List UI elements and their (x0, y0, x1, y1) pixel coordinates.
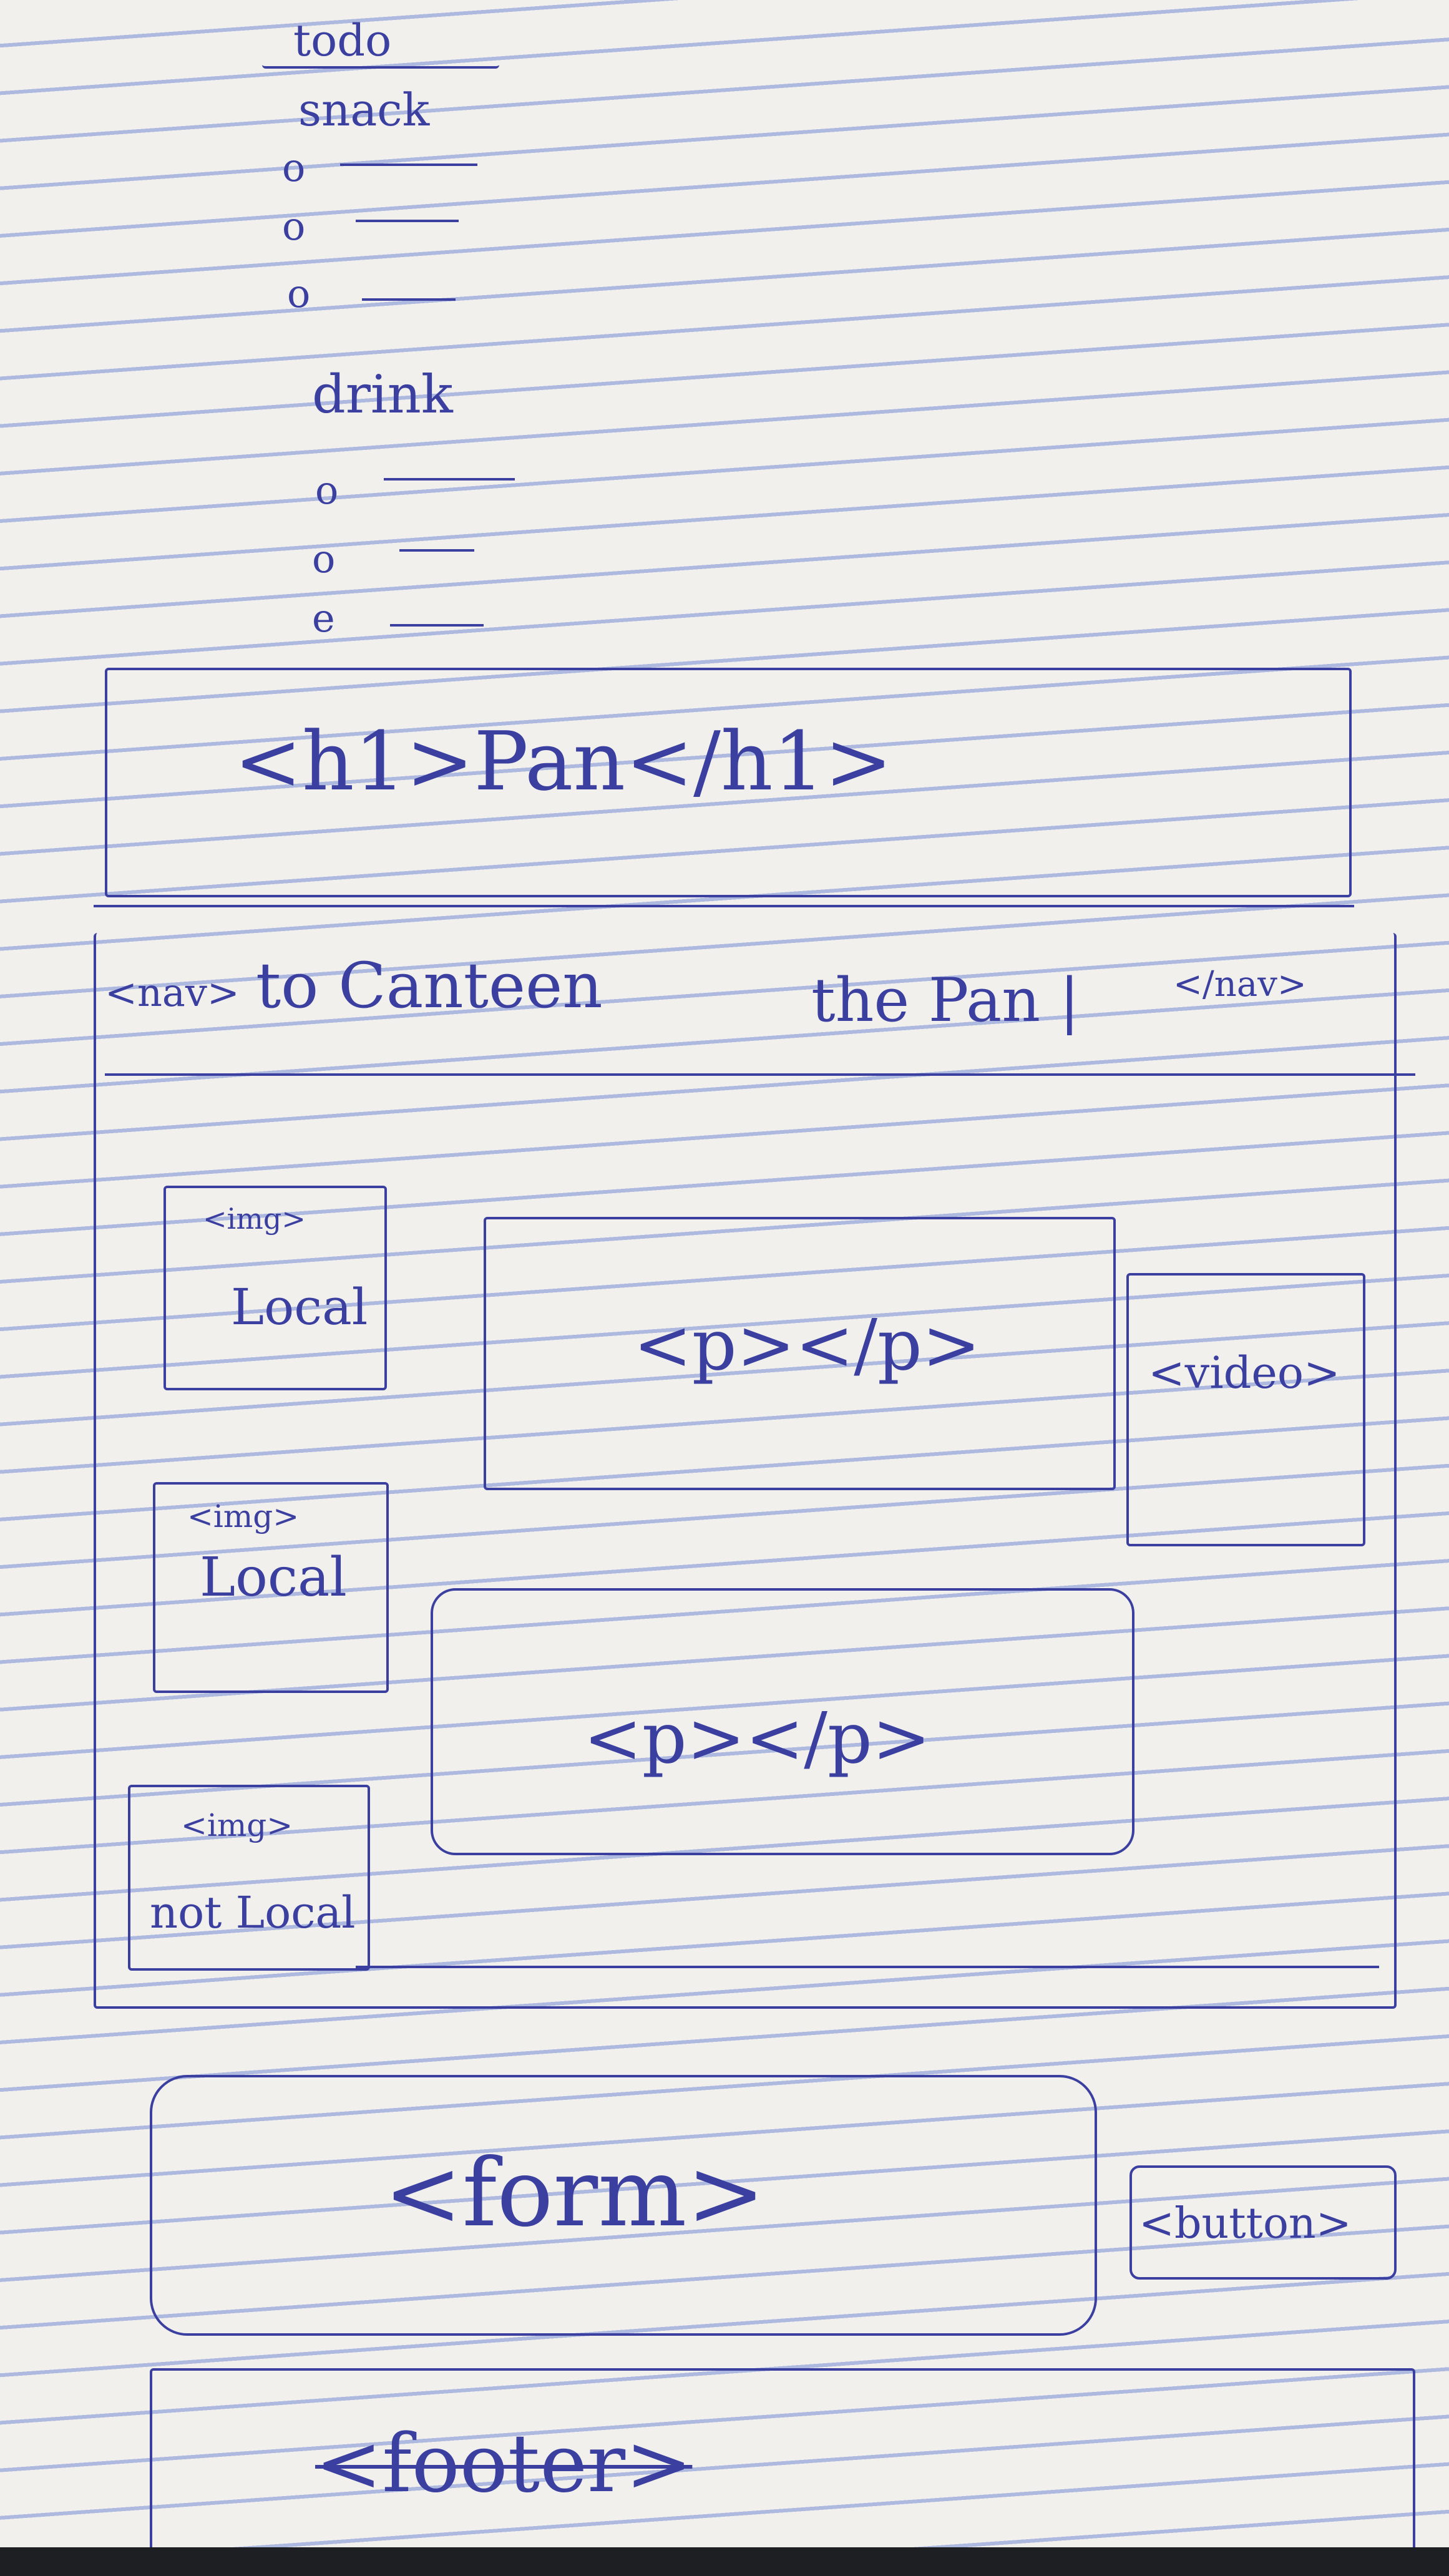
paragraph-block-1 (484, 1217, 1116, 1490)
drink-line-1 (384, 478, 515, 481)
nav-close-tag: </nav> (1173, 964, 1307, 1005)
button-element[interactable] (1129, 2165, 1397, 2280)
image-not-local (128, 1785, 370, 1971)
drink-heading: drink (312, 364, 453, 425)
content-bottom-rule (356, 1966, 1379, 1968)
nav-link-pan[interactable]: the Pan | (811, 965, 1080, 1035)
drink-bullet-1: o (315, 467, 339, 513)
image-local-2 (153, 1482, 389, 1693)
image-local-1-label: Local (231, 1278, 368, 1336)
todo-title: todo (293, 15, 392, 66)
image-not-local-label: not Local (150, 1887, 356, 1938)
form-label: <form> (384, 2139, 766, 2248)
header-box (105, 668, 1352, 897)
drink-line-2 (399, 549, 474, 552)
paragraph-block-2 (431, 1588, 1134, 1855)
footer-box (150, 2368, 1415, 2552)
image-local-1 (163, 1186, 387, 1390)
header-bottom-rule (94, 905, 1354, 907)
footer-label: <footer> (315, 2417, 693, 2510)
body-frame (94, 933, 1397, 2009)
drink-bullet-3: e (312, 595, 335, 641)
drink-line-3 (390, 624, 484, 627)
nav-open-tag: <nav> (105, 970, 240, 1015)
header-label: <h1>Pan</h1> (234, 714, 893, 809)
snack-bullet-2: o (282, 203, 306, 249)
snack-bullet-1: o (282, 145, 306, 190)
button-label[interactable]: <button> (1139, 2199, 1352, 2248)
snack-line-1 (340, 163, 477, 166)
snack-bullet-3: o (287, 271, 311, 316)
snack-heading: snack (298, 84, 430, 136)
snack-line-2 (356, 220, 459, 222)
nav-link-canteen[interactable]: to Canteen (256, 949, 603, 1022)
paragraph-2-label: <p></p> (583, 1698, 931, 1779)
drink-bullet-2: o (312, 536, 336, 582)
image-local-2-label: Local (200, 1546, 347, 1609)
image-local-2-tag: <img> (187, 1498, 300, 1534)
video-label: <video> (1148, 1347, 1340, 1398)
video-box (1126, 1273, 1365, 1546)
form-box (150, 2075, 1097, 2336)
snack-line-3 (362, 298, 456, 301)
image-not-local-tag: <img> (181, 1807, 293, 1843)
photo-bottom-edge (0, 2547, 1449, 2576)
paragraph-1-label: <p></p> (633, 1305, 981, 1386)
todo-title-box (262, 9, 499, 69)
nav-bottom-rule (105, 1073, 1415, 1076)
image-local-1-tag: <img> (203, 1202, 306, 1236)
